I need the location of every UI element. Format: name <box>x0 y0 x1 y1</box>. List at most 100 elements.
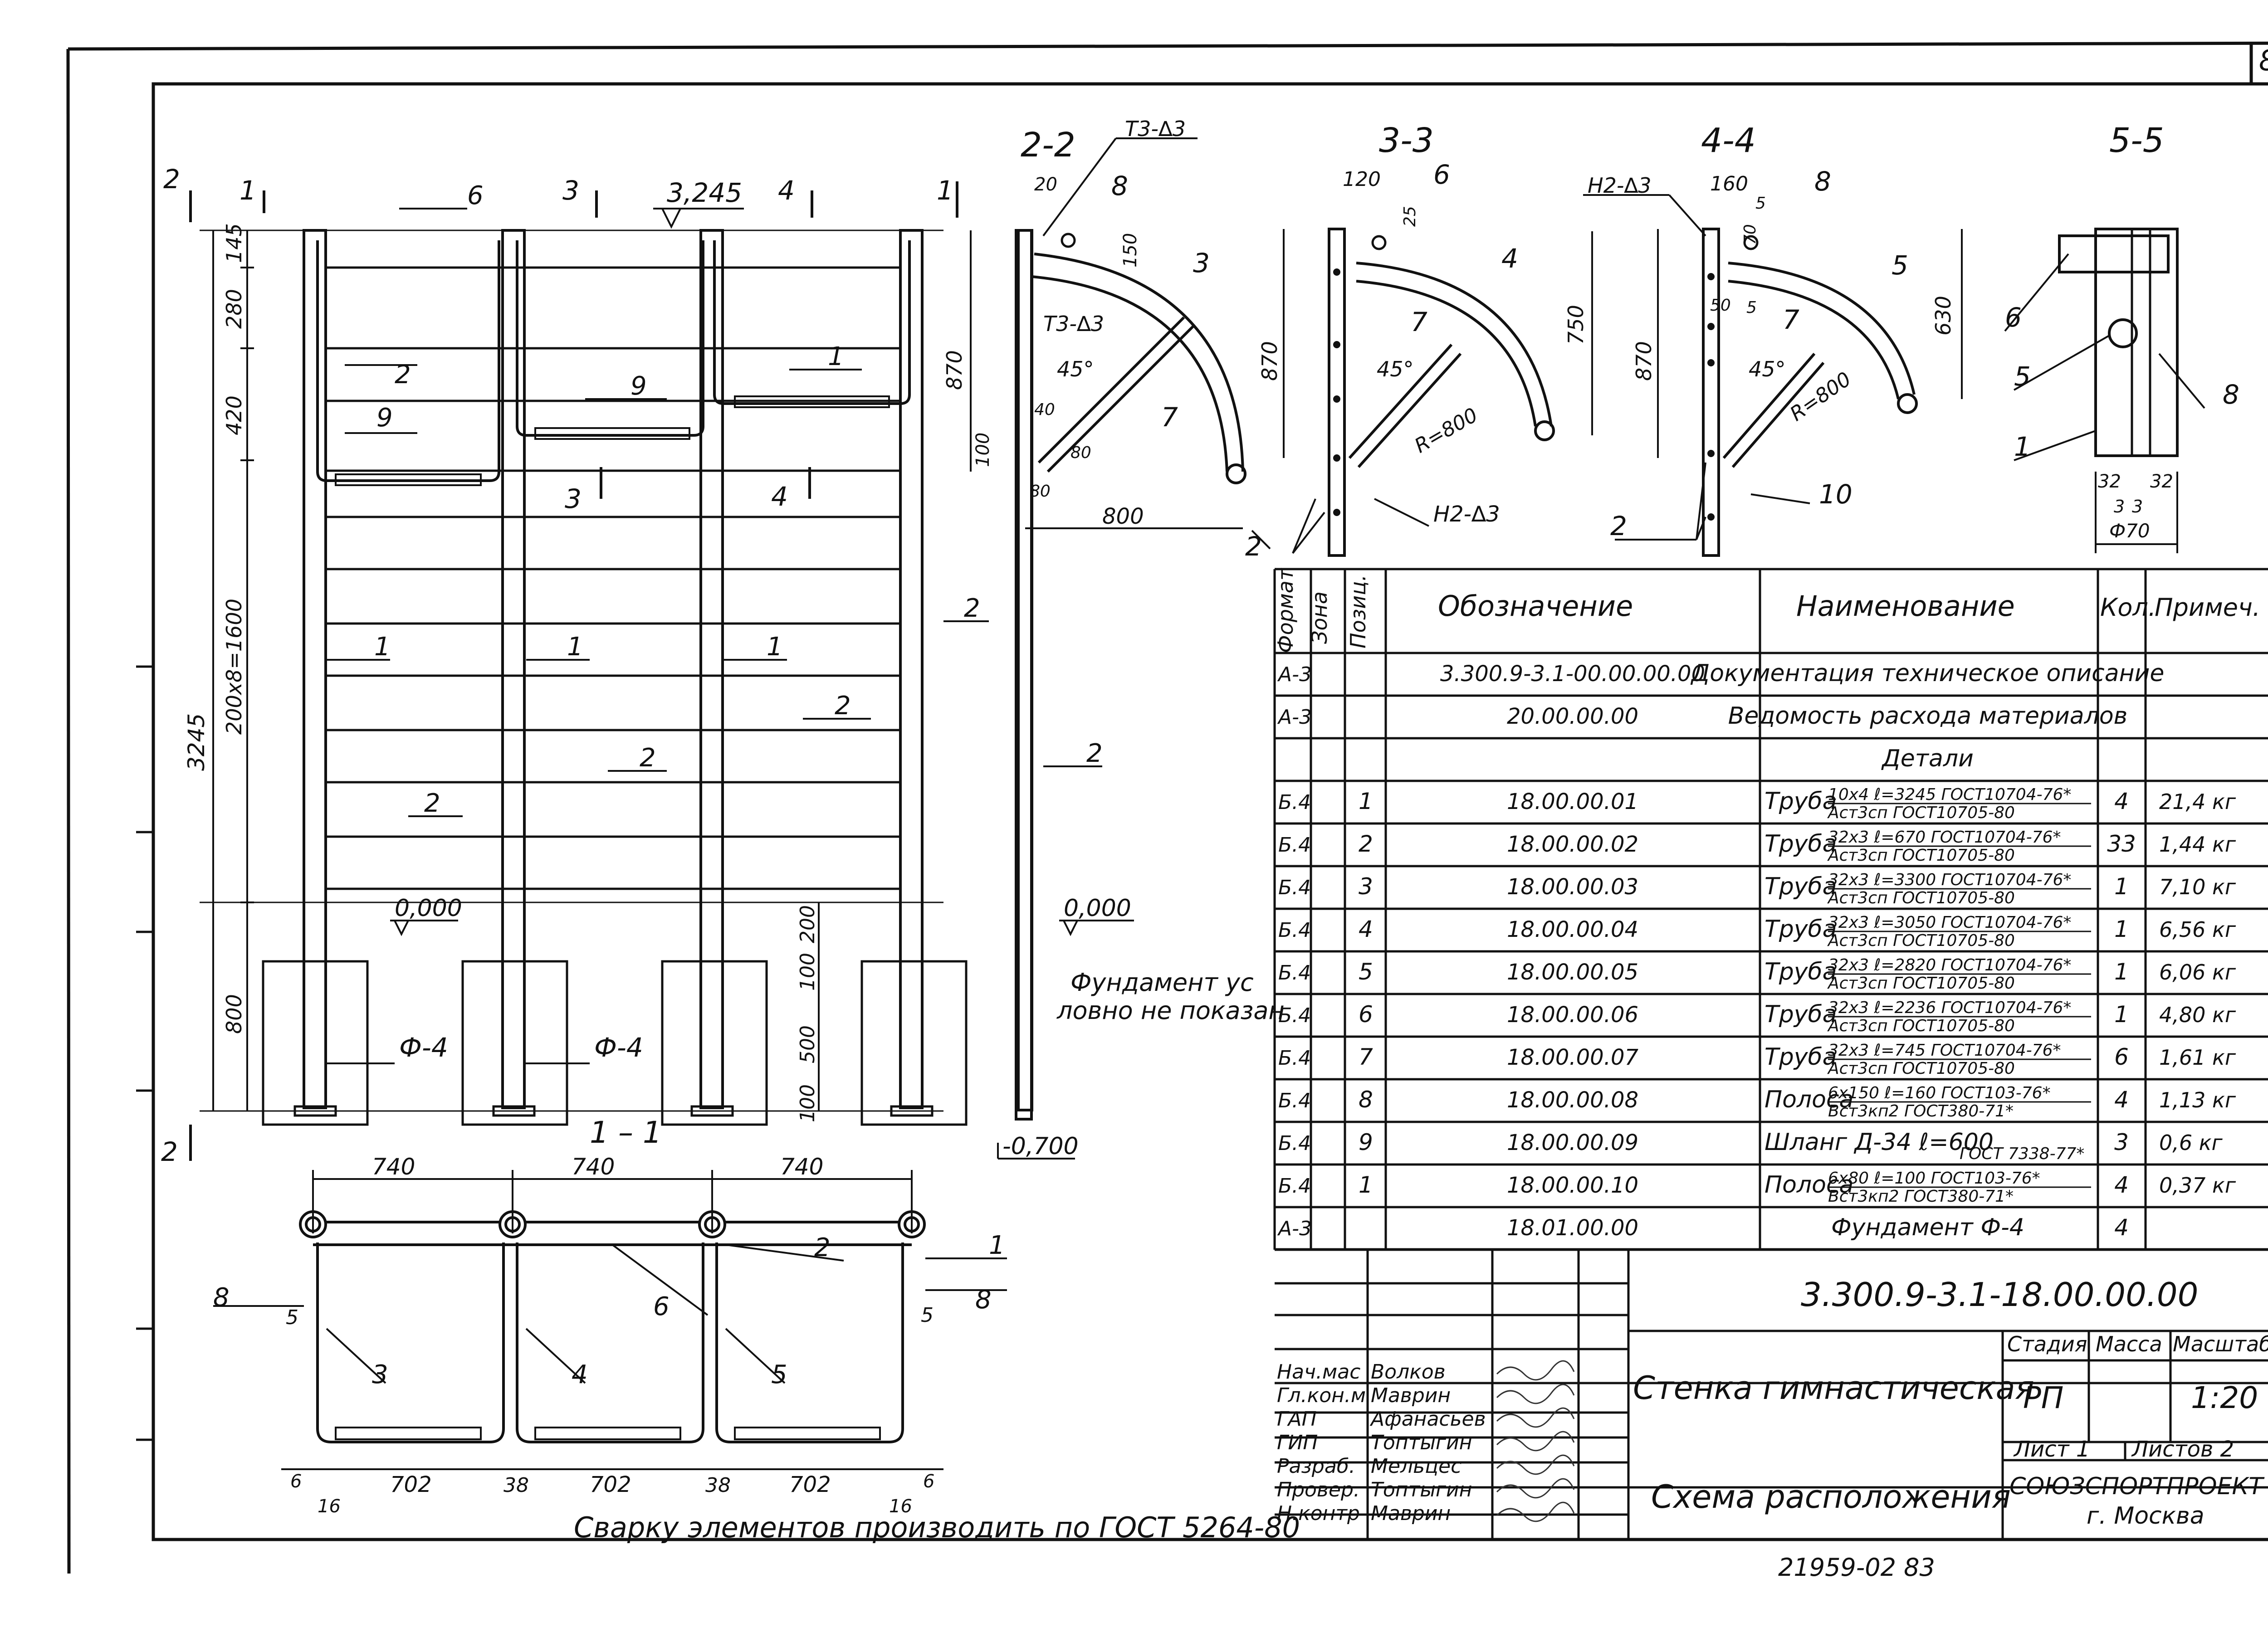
spec-position: 7 <box>1359 1044 1373 1070</box>
spec-detail-upper: 10х4 ℓ=3245 ГОСТ10704-76* <box>1828 785 2071 804</box>
section-dim: 3 <box>2132 497 2143 516</box>
approval-row: Провер.Топтыгин <box>1277 1478 1575 1501</box>
section-dim: 5 <box>1746 298 1757 317</box>
section-callout: 8 <box>1814 166 1831 197</box>
spec-qty: 1 <box>2114 873 2129 900</box>
spec-note: 6,06 кг <box>2159 960 2236 984</box>
section-callout: 7 <box>1783 304 1799 335</box>
spec-position: 1 <box>1359 1172 1373 1198</box>
section-callout: 10 <box>1819 479 1853 510</box>
section-mark: 1 <box>937 175 953 206</box>
section-title: 3-3 <box>1379 121 1434 160</box>
radius-label: R=800 <box>1411 404 1482 458</box>
callout: 2 <box>395 360 411 390</box>
callout: 2 <box>424 789 440 818</box>
approval-role: Разраб. <box>1277 1455 1355 1478</box>
doc-code: 3.300.9-3.1-18.00.00.00 <box>1801 1276 2198 1314</box>
approval-name: Афанасьев <box>1369 1408 1486 1431</box>
section-callout: 2 <box>1610 511 1627 541</box>
section-dim: 25 <box>1401 206 1419 227</box>
signature-mark <box>1496 1431 1575 1452</box>
spec-header-qty: Кол. <box>2100 593 2156 622</box>
spec-detail-lower: Аст3сп ГОСТ10705-80 <box>1827 889 2015 907</box>
callout: 9 <box>376 403 393 433</box>
front-view: Ф-4 Ф-4 2 1 3 4 1 2 3 4 3,245 0,000 0,00… <box>161 164 1285 1167</box>
section-2-2: 2-2 Т3-∆3 8 3 7 2 Т3-∆3 45° 20 150 870 1… <box>942 117 1271 1121</box>
sheet-number: 82 <box>2259 44 2268 77</box>
spec-detail-upper: 32х3 ℓ=3050 ГОСТ10704-76* <box>1828 913 2071 932</box>
signature-mark <box>1496 1501 1575 1522</box>
dim-left: 280 <box>222 289 246 329</box>
section-dim: 80 <box>1030 482 1051 501</box>
spec-format: Б.4 <box>1278 1132 1311 1155</box>
section-5-5: 5-5 6 5 8 1 32 32 3 3 Ф70 <box>2004 121 2239 553</box>
spec-qty: 3 <box>2114 1129 2129 1155</box>
plan-span: 740 <box>572 1154 615 1180</box>
spec-position: 4 <box>1359 916 1373 942</box>
plan-callout: 6 <box>653 1292 670 1321</box>
spec-format: Б.4 <box>1278 1089 1311 1112</box>
weld-mark: Н2-∆3 <box>1433 502 1500 527</box>
welding-note: Сварку элементов производить по ГОСТ 526… <box>574 1511 1300 1544</box>
callout: 2 <box>835 691 851 721</box>
signature-mark <box>1496 1478 1575 1499</box>
spec-detail-lower: Аст3сп ГОСТ10705-80 <box>1827 1059 2015 1078</box>
plan-callout: 3 <box>372 1360 388 1389</box>
section-callout: 7 <box>1411 307 1427 337</box>
section-mark: 3 <box>562 175 579 206</box>
spec-detail-lower: Аст3сп ГОСТ10705-80 <box>1827 931 2015 950</box>
spec-header-note: Примеч. <box>2155 593 2260 622</box>
foundation-label: Ф-4 <box>594 1032 643 1063</box>
section-dim: 32 <box>2098 471 2121 492</box>
approval-role: Провер. <box>1277 1478 1360 1501</box>
plan-dim: 16 <box>889 1496 912 1517</box>
spec-position: 1 <box>1359 788 1373 814</box>
spec-note: 21,4 кг <box>2159 789 2236 814</box>
signature-mark <box>1496 1454 1575 1475</box>
plan-callout: 8 <box>213 1283 230 1312</box>
spec-format: А-3 <box>1277 1217 1312 1240</box>
section-dim: 150 <box>1120 233 1141 268</box>
section-3-3: 3-3 6 4 7 120 25 870 750 R=800 45° Н2-∆3 <box>1257 121 1593 557</box>
spec-detail-lower: Аст3сп ГОСТ10705-80 <box>1827 974 2015 993</box>
spec-qty: 1 <box>2114 959 2129 985</box>
section-callout: 4 <box>1501 243 1518 274</box>
callout: 6 <box>467 181 484 210</box>
plan-callout: 4 <box>572 1360 588 1389</box>
dim-foundation: 100 <box>796 1084 819 1122</box>
spec-name: Полоса <box>1765 1086 1853 1113</box>
spec-position: 8 <box>1359 1087 1373 1113</box>
spec-name: Фундамент Ф-4 <box>1831 1214 2024 1241</box>
stage-value: РП <box>2023 1380 2063 1415</box>
section-dim: 3 <box>2114 497 2125 516</box>
left-dimension-chain <box>212 230 254 1111</box>
spec-code: 20.00.00.00 <box>1507 704 1638 729</box>
spec-qty: 4 <box>2114 1214 2129 1241</box>
plan-span: 740 <box>372 1154 415 1180</box>
spec-detail-upper: 32х3 ℓ=745 ГОСТ10704-76* <box>1828 1041 2061 1060</box>
dim-foundation: 500 <box>796 1025 819 1063</box>
spec-qty: 33 <box>2107 831 2136 857</box>
margin-ticks <box>136 665 153 1441</box>
spec-detail-lower: Вст3кп2 ГОСТ380-71* <box>1828 1187 2014 1206</box>
plan-callout: 5 <box>286 1306 298 1329</box>
level-mark: 0,000 <box>1064 895 1131 922</box>
section-mark: 2 <box>163 164 180 195</box>
spec-format: А-3 <box>1277 663 1312 686</box>
section-callout: 6 <box>1433 159 1450 190</box>
callout: 2 <box>640 743 656 773</box>
spec-qty: 6 <box>2114 1044 2129 1070</box>
spec-header-designation: Обозначение <box>1438 590 1633 623</box>
spec-name: Труба <box>1765 958 1837 985</box>
approval-role: ГАП <box>1277 1408 1317 1431</box>
spec-code: 18.00.00.01 <box>1507 789 1638 814</box>
spec-table: Формат Зона Позиц. Обозначение Наименова… <box>1273 568 2268 1251</box>
foundation-label: Ф-4 <box>399 1032 448 1063</box>
spec-position: 6 <box>1359 1001 1373 1028</box>
spec-code: 18.00.00.06 <box>1507 1002 1638 1028</box>
